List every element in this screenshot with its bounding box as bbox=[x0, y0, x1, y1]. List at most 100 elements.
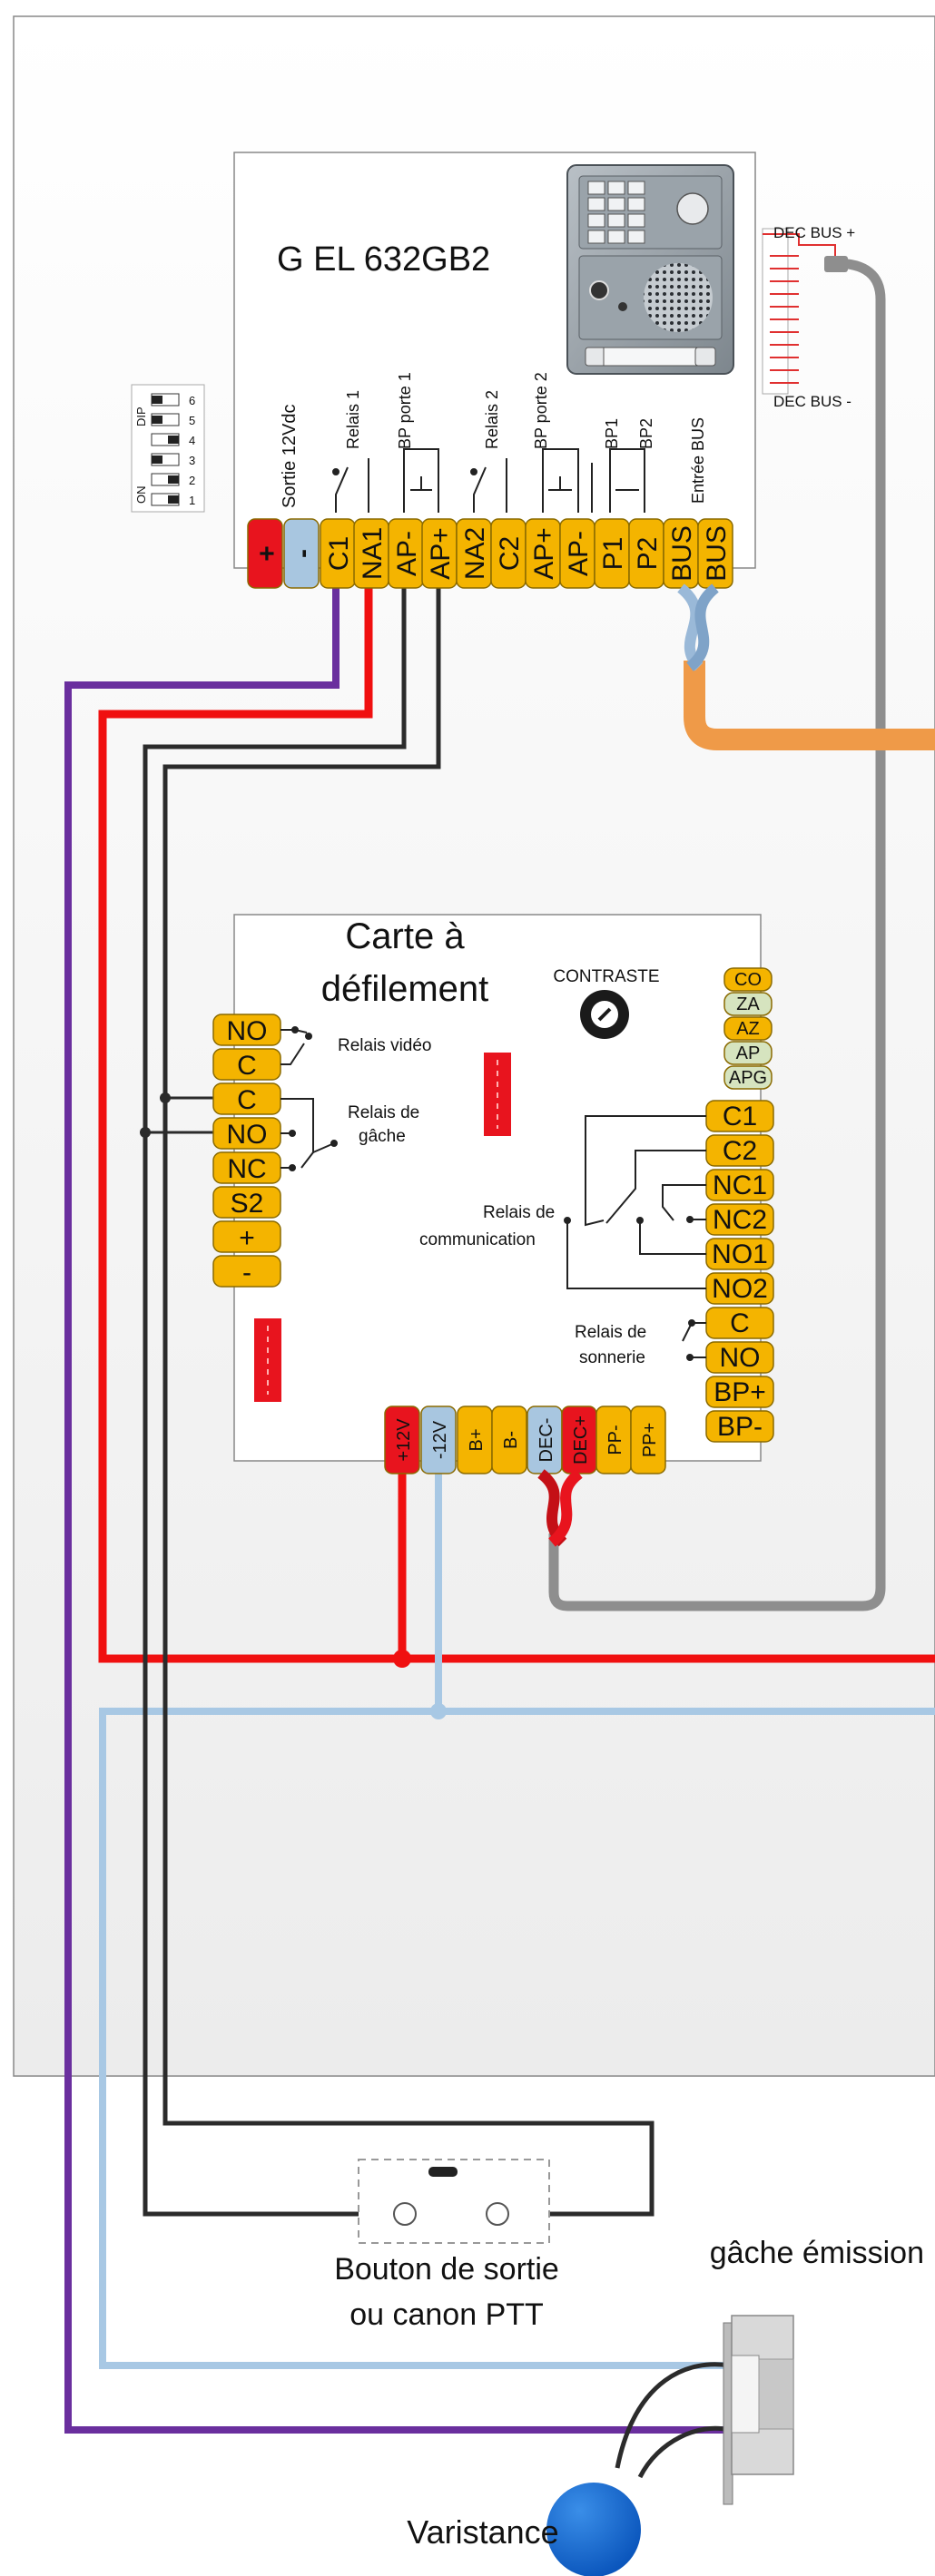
card-terminal-pp-minus-label: PP- bbox=[605, 1425, 625, 1455]
electric-strike: gâche émission bbox=[710, 2236, 924, 2505]
terminal-bus-1-label: BUS bbox=[667, 525, 697, 582]
card-terminal-no-label: NO bbox=[720, 1343, 761, 1373]
wires bbox=[64, 258, 935, 2479]
gache-label: gâche émission bbox=[710, 2236, 924, 2270]
terminal-minus-label: - bbox=[288, 549, 318, 558]
comm-relay-wiring bbox=[564, 1115, 706, 1361]
module-title: G EL 632GB2 bbox=[277, 240, 490, 279]
dip-num-6: 6 bbox=[189, 394, 195, 407]
exit-button-label-1: Bouton de sortie bbox=[334, 2252, 559, 2287]
terminal-ap-plus-2-label: AP+ bbox=[529, 527, 559, 580]
card-terminal-minus-label: - bbox=[242, 1258, 251, 1288]
red-wire bbox=[98, 581, 935, 1663]
varistor: Varistance bbox=[407, 2483, 641, 2576]
dip-label: DIP bbox=[134, 406, 148, 426]
blue-junction bbox=[430, 1703, 447, 1719]
dip-switches bbox=[151, 393, 180, 506]
dec-twisted-pair bbox=[537, 1469, 583, 1547]
relais-comm-label-1: Relais de bbox=[483, 1203, 555, 1222]
bp2-label: BP2 bbox=[637, 418, 655, 449]
dec-bus-wire bbox=[548, 258, 886, 1611]
terminal-p2-label: P2 bbox=[633, 537, 663, 571]
card-terminal-ap-label: AP bbox=[736, 1043, 761, 1063]
relais-gache-label-1: Relais de bbox=[348, 1103, 419, 1122]
black-wire-ap-minus bbox=[143, 581, 407, 2217]
black-junction-2 bbox=[160, 1092, 171, 1103]
bus-twisted-pair bbox=[676, 583, 719, 671]
relais-gache-label-2: gâche bbox=[359, 1127, 406, 1146]
scrolling-card: Carte à défilement CONTRASTE NO C C NO N… bbox=[212, 914, 774, 1547]
card-right-terminals: C1 C2 NC1 NC2 NO1 NO2 C NO BP+ BP- bbox=[705, 1100, 774, 1443]
card-terminal-pp-plus-label: PP+ bbox=[640, 1423, 660, 1457]
card-terminal-s2-label: S2 bbox=[231, 1189, 264, 1219]
varistance-lead-2 bbox=[637, 2425, 730, 2479]
dip-on-label: ON bbox=[134, 486, 148, 504]
terminal-ap-minus-1-label: AP- bbox=[392, 531, 422, 576]
card-terminal-ap bbox=[723, 1041, 773, 1065]
card-terminal-minus12v-label: -12V bbox=[430, 1420, 450, 1459]
terminal-na2-label: NA2 bbox=[460, 527, 490, 580]
card-terminal-b-minus bbox=[491, 1406, 527, 1474]
strike-latch bbox=[731, 2355, 760, 2434]
terminal-plus-label: + bbox=[252, 545, 282, 562]
card-terminal-dec-plus-label: DEC+ bbox=[571, 1415, 591, 1464]
card-terminal-plus-label: + bbox=[239, 1223, 255, 1253]
card-terminal-b-plus-label: B+ bbox=[467, 1428, 487, 1451]
card-terminal-no-2-label: NO bbox=[227, 1120, 268, 1150]
door-station-plate bbox=[566, 164, 734, 375]
terminal-c2-label: C2 bbox=[495, 536, 525, 571]
purple-wire bbox=[64, 581, 729, 2434]
card-terminal-plus12v-label: +12V bbox=[394, 1418, 414, 1462]
card-terminal-nc1-label: NC1 bbox=[713, 1170, 767, 1200]
relais-sonnerie-label-1: Relais de bbox=[575, 1323, 646, 1342]
card-terminal-c-1-label: C bbox=[237, 1051, 257, 1081]
module-gel632: G EL 632GB2 bbox=[131, 152, 855, 671]
card-terminal-co bbox=[723, 967, 773, 992]
relais-sonnerie-label-2: sonnerie bbox=[579, 1348, 645, 1367]
black-wire-ap-plus bbox=[162, 581, 654, 2217]
bp-porte1-label: BP porte 1 bbox=[396, 372, 414, 449]
dec-bus-connector: DEC BUS + DEC BUS - bbox=[762, 224, 855, 410]
terminal-ap-minus-2-label: AP- bbox=[564, 531, 594, 576]
card-terminal-bp-plus-label: BP+ bbox=[714, 1377, 766, 1407]
varistance-lead-1 bbox=[615, 2362, 730, 2469]
blue-wire bbox=[99, 1708, 935, 2369]
card-terminal-pp-plus bbox=[630, 1406, 666, 1474]
terminal-plus bbox=[247, 518, 283, 589]
dip-num-2: 2 bbox=[189, 474, 195, 487]
terminal-ap-plus-1-label: AP+ bbox=[426, 527, 456, 580]
bp1-label: BP1 bbox=[603, 418, 621, 449]
dip-num-5: 5 bbox=[189, 414, 195, 427]
red-junction bbox=[393, 1650, 411, 1668]
card-terminal-no-1-label: NO bbox=[227, 1016, 268, 1046]
bp-porte2-label: BP porte 2 bbox=[532, 372, 550, 449]
terminal-p1-label: P1 bbox=[598, 537, 628, 571]
terminal-na1-label: NA1 bbox=[358, 527, 388, 580]
dip-num-4: 4 bbox=[189, 434, 195, 447]
card-terminal-c2-label: C2 bbox=[723, 1136, 757, 1166]
card-box bbox=[233, 914, 762, 1462]
card-terminal-apg-label: APG bbox=[729, 1068, 767, 1088]
card-terminal-nc2-label: NC2 bbox=[713, 1205, 767, 1235]
card-terminal-co-label: CO bbox=[734, 970, 762, 990]
card-terminal-za bbox=[723, 992, 773, 1016]
card-terminal-no1-label: NO1 bbox=[712, 1239, 768, 1269]
card-terminal-za-label: ZA bbox=[736, 994, 760, 1014]
module-switch-symbols bbox=[332, 448, 645, 513]
exit-button-actuator bbox=[428, 2167, 458, 2177]
module-terminals: + - C1 NA1 AP- AP+ NA2 C2 AP+ AP- P1 P2 … bbox=[247, 518, 733, 589]
entree-bus-label: Entrée BUS bbox=[689, 417, 707, 504]
output-label: Sortie 12Vdc bbox=[280, 404, 300, 508]
card-terminal-c-label: C bbox=[730, 1308, 750, 1338]
dip-num-3: 3 bbox=[189, 454, 195, 467]
exit-button-contact-1 bbox=[393, 2202, 417, 2226]
contraste-label: CONTRASTE bbox=[553, 967, 659, 986]
card-title-line2: défilement bbox=[321, 969, 489, 1009]
card-terminal-b-minus-label: B- bbox=[501, 1431, 521, 1449]
card-left-terminals: NO C C NO NC S2 + - bbox=[212, 1014, 281, 1288]
dec-bus-minus-label: DEC BUS - bbox=[773, 393, 851, 410]
exit-button-frame bbox=[358, 2159, 550, 2244]
card-small-terminals: CO ZA AZ AP APG bbox=[723, 967, 773, 1090]
dip-num-1: 1 bbox=[189, 494, 195, 507]
card-left-relays bbox=[280, 1026, 338, 1171]
